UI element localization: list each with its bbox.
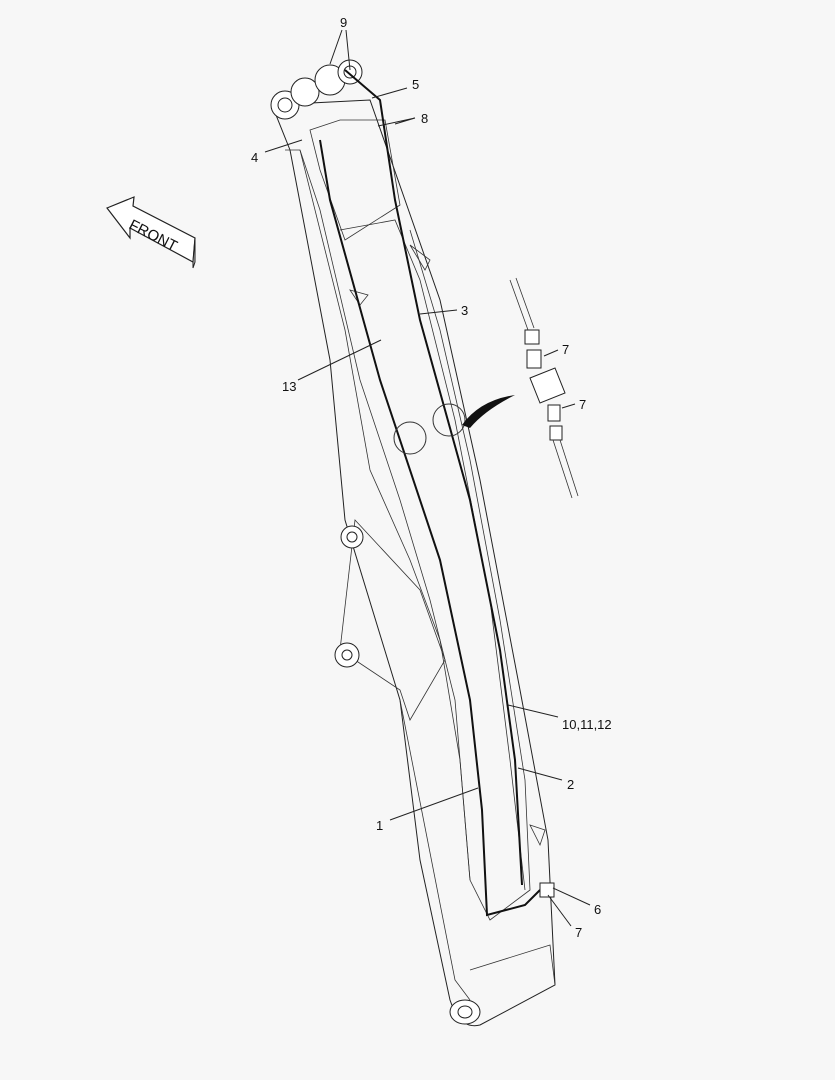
- callout-10-11-12: 10,11,12: [562, 717, 612, 732]
- front-arrow-icon: FRONT: [106, 196, 196, 269]
- callout-2: 2: [567, 777, 574, 792]
- callout-7-middle: 7: [579, 397, 586, 412]
- callout-7-lower: 7: [575, 925, 582, 940]
- callout-6: 6: [594, 902, 601, 917]
- callout-3: 3: [461, 303, 468, 318]
- callout-7-upper: 7: [562, 342, 569, 357]
- callout-4: 4: [251, 150, 258, 165]
- callout-9: 9: [340, 15, 347, 30]
- leader-lines: [264, 29, 591, 927]
- callout-1: 1: [376, 818, 383, 833]
- boom-arm: [270, 59, 579, 1027]
- callout-8: 8: [421, 111, 428, 126]
- callout-13: 13: [282, 379, 296, 394]
- callout-5: 5: [412, 77, 419, 92]
- callout-labels: 9 5 8 4 3 13 7 7 10,11,12 2 1 6 7: [251, 15, 612, 940]
